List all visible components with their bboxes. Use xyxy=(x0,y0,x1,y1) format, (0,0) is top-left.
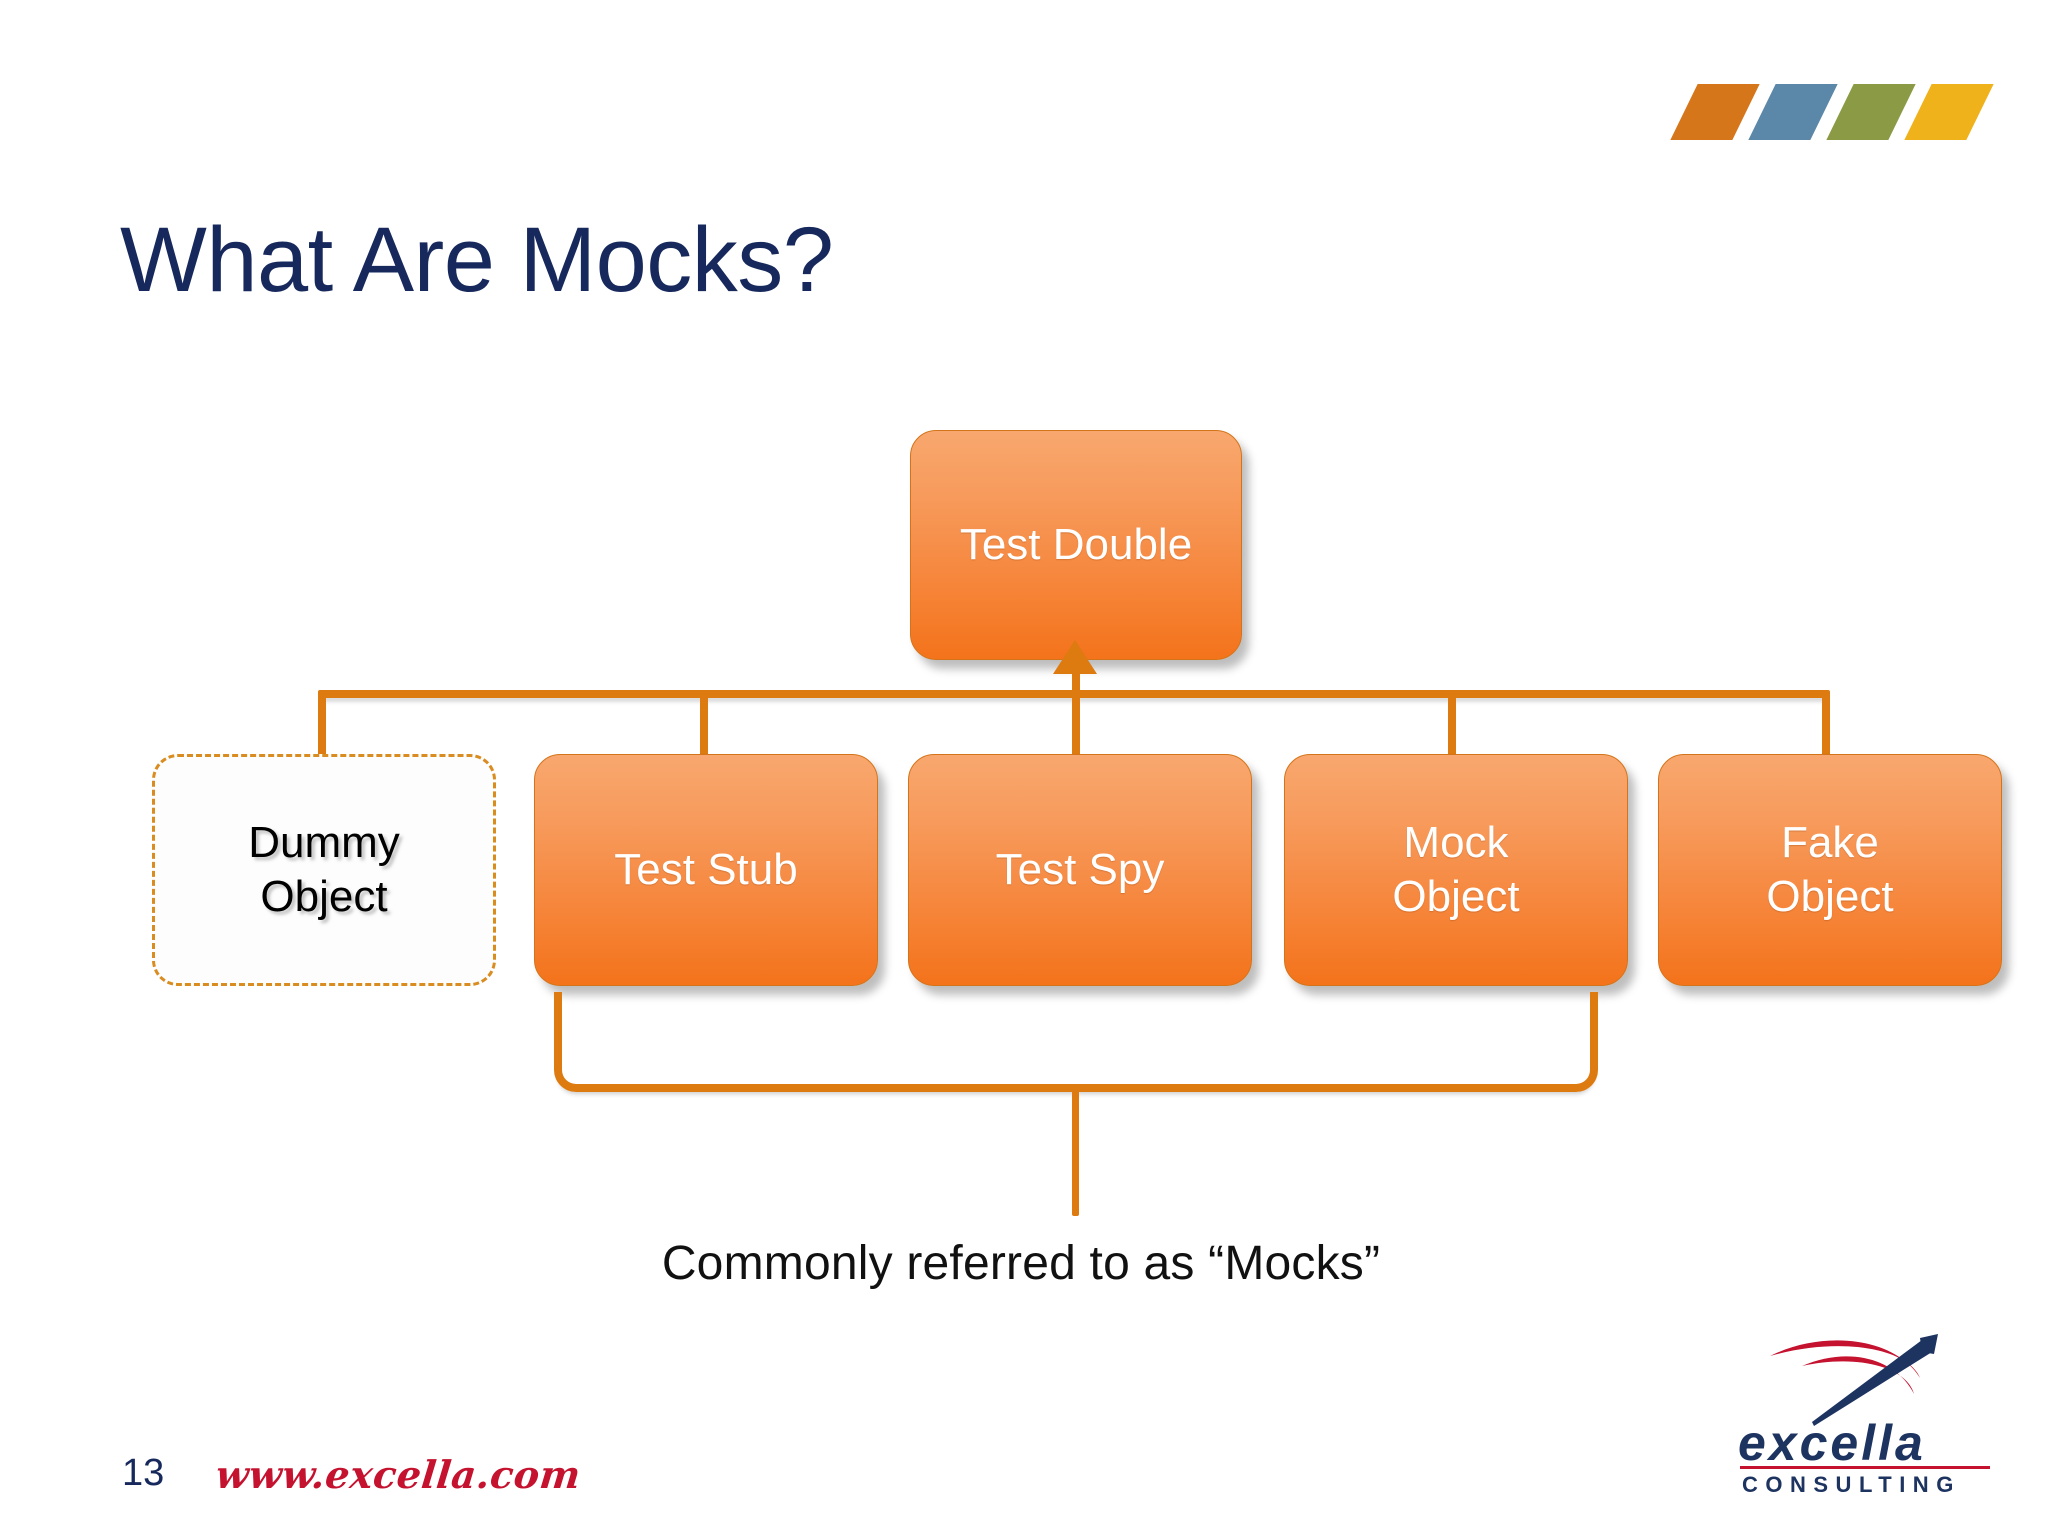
node-test-double-label: Test Double xyxy=(959,520,1193,570)
node-test-stub-label: Test Stub xyxy=(614,845,798,895)
node-test-spy-label: Test Spy xyxy=(995,845,1165,895)
node-mock-object[interactable]: Mock Object xyxy=(1284,754,1628,986)
node-test-double[interactable]: Test Double xyxy=(910,430,1242,660)
node-test-spy[interactable]: Test Spy xyxy=(908,754,1252,986)
node-fake-object-line2: Object xyxy=(1766,872,1894,921)
group-caption: Commonly referred to as “Mocks” xyxy=(0,1236,2048,1291)
node-test-stub[interactable]: Test Stub xyxy=(534,754,878,986)
node-mock-object-line1: Mock xyxy=(1403,818,1509,868)
node-dummy-object-line1: Dummy xyxy=(248,818,400,868)
node-dummy-object[interactable]: Dummy Object xyxy=(152,754,496,986)
excella-swoosh-arrow-icon xyxy=(1770,1334,1938,1426)
connector-drop-test-stub xyxy=(700,690,708,756)
excella-wordmark: excella xyxy=(1738,1415,1926,1471)
group-caption-text: Commonly referred to as “Mocks” xyxy=(661,1237,1381,1290)
connector-riser-to-root xyxy=(1072,668,1080,698)
node-fake-object[interactable]: Fake Object xyxy=(1658,754,2002,986)
connector-group-bracket xyxy=(554,992,1598,1092)
node-mock-object-line2: Object xyxy=(1392,872,1520,921)
connector-stem-to-caption xyxy=(1072,1086,1079,1216)
excella-divider xyxy=(1740,1466,1990,1469)
node-dummy-object-line2: Object xyxy=(260,872,388,921)
website-url[interactable]: www.excella.com xyxy=(213,1452,583,1497)
connector-drop-dummy-object xyxy=(318,690,326,756)
page-title: What Are Mocks? xyxy=(120,209,834,311)
excella-logo: excella CONSULTING xyxy=(1736,1334,1998,1502)
page-number: 13 xyxy=(122,1452,165,1494)
node-fake-object-line1: Fake xyxy=(1781,818,1879,868)
connector-drop-fake-object xyxy=(1822,690,1830,756)
connector-drop-mock-object xyxy=(1448,690,1456,756)
connector-drop-test-spy xyxy=(1072,690,1080,756)
excella-tagline: CONSULTING xyxy=(1742,1472,1961,1497)
